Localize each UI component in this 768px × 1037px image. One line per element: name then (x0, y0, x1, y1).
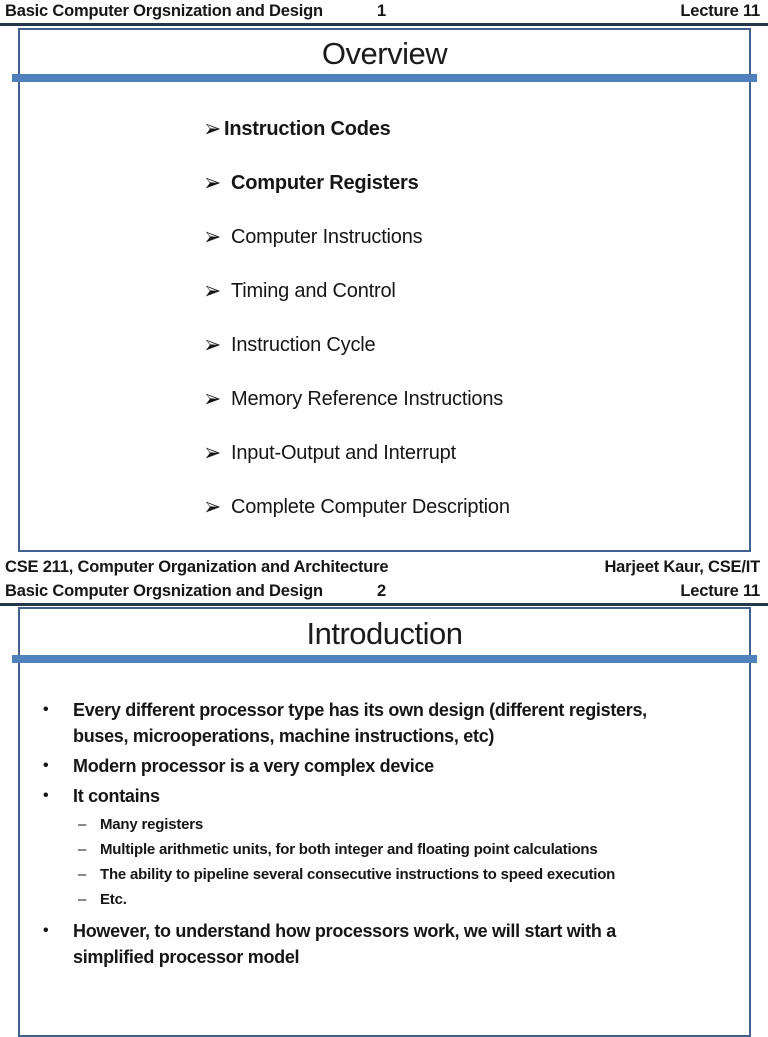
list-item-label: Instruction Cycle (231, 334, 376, 356)
title-accent-bar (12, 74, 757, 82)
list-item-label: Computer Instructions (231, 226, 423, 248)
sub-bullet-line: Etc. (100, 891, 127, 908)
arrow-bullet-icon (204, 444, 222, 462)
page-header: Basic Computer Orgsnization and Design 1… (0, 0, 768, 26)
list-item: Timing and Control (204, 277, 749, 305)
header-page-number: 1 (377, 2, 386, 20)
bullet-line: buses, microoperations, machine instruct… (73, 726, 495, 746)
list-item: Computer Registers (204, 169, 749, 197)
arrow-bullet-icon (204, 498, 222, 516)
slide-overview: Overview Instruction Codes Computer Regi… (12, 28, 757, 552)
list-item-label: Complete Computer Description (231, 496, 510, 518)
sub-bullet-line: Multiple arithmetic units, for both inte… (100, 841, 598, 858)
footer-course-label: CSE 211, Computer Organization and Archi… (5, 558, 389, 576)
overview-list: Instruction Codes Computer Registers Com… (204, 115, 749, 521)
list-item-label: Memory Reference Instructions (231, 388, 504, 410)
bullet-item: • Modern processor is a very complex dev… (40, 753, 731, 779)
sub-bullet-line: The ability to pipeline several consecut… (100, 866, 616, 883)
slide-title: Introduction (306, 616, 464, 651)
bullet-line: Modern processor is a very complex devic… (73, 756, 434, 776)
bullet-dot: • (43, 701, 49, 718)
sub-bullet-line: Many registers (100, 816, 204, 833)
list-item: Complete Computer Description (204, 493, 749, 521)
slide-introduction: Introduction • Every different processor… (12, 607, 757, 1037)
list-item: Computer Instructions (204, 223, 749, 251)
slide-title: Overview (321, 36, 448, 71)
list-item-label: Input-Output and Interrupt (231, 442, 456, 464)
bullet-item: • It contains (40, 783, 731, 809)
bullet-line: However, to understand how processors wo… (73, 921, 616, 941)
dash-bullet: – (78, 866, 87, 883)
list-item: Instruction Cycle (204, 331, 749, 359)
header-lecture-label: Lecture 11 (680, 582, 760, 600)
arrow-bullet-icon (204, 120, 222, 138)
footer-author-label: Harjeet Kaur, CSE/IT (604, 558, 760, 576)
bullet-line: It contains (73, 786, 160, 806)
bullet-line: Every different processor type has its o… (73, 700, 647, 720)
dash-bullet: – (78, 891, 87, 908)
header-lecture-label: Lecture 11 (680, 2, 760, 20)
sub-bullet-item: – Etc. (78, 888, 731, 912)
arrow-bullet-icon (204, 228, 222, 246)
bullet-dot: • (43, 922, 49, 939)
page-header: Basic Computer Orgsnization and Design 2… (0, 580, 768, 606)
sub-bullet-item: – Multiple arithmetic units, for both in… (78, 838, 731, 862)
header-course-title: Basic Computer Orgsnization and Design (5, 2, 323, 20)
dash-bullet: – (78, 841, 87, 858)
arrow-bullet-icon (204, 174, 222, 192)
list-item-label: Instruction Codes (224, 118, 391, 140)
list-item-label: Computer Registers (231, 172, 419, 194)
introduction-body: • Every different processor type has its… (40, 697, 731, 970)
bullet-dot: • (43, 787, 49, 804)
sub-bullet-item: – Many registers (78, 813, 731, 837)
dash-bullet: – (78, 816, 87, 833)
arrow-bullet-icon (204, 336, 222, 354)
sub-bullet-item: – The ability to pipeline several consec… (78, 863, 731, 887)
list-item: Instruction Codes (204, 115, 749, 143)
arrow-bullet-icon (204, 390, 222, 408)
title-accent-bar (12, 655, 757, 663)
bullet-dot: • (43, 757, 49, 774)
header-course-title: Basic Computer Orgsnization and Design (5, 582, 323, 600)
arrow-bullet-icon (204, 282, 222, 300)
header-page-number: 2 (377, 582, 386, 600)
list-item: Input-Output and Interrupt (204, 439, 749, 467)
bullet-item: • However, to understand how processors … (40, 918, 731, 970)
bullet-line: simplified processor model (73, 947, 300, 967)
page-footer: CSE 211, Computer Organization and Archi… (5, 556, 760, 578)
list-item-label: Timing and Control (231, 280, 396, 302)
list-item: Memory Reference Instructions (204, 385, 749, 413)
bullet-item: • Every different processor type has its… (40, 697, 731, 749)
